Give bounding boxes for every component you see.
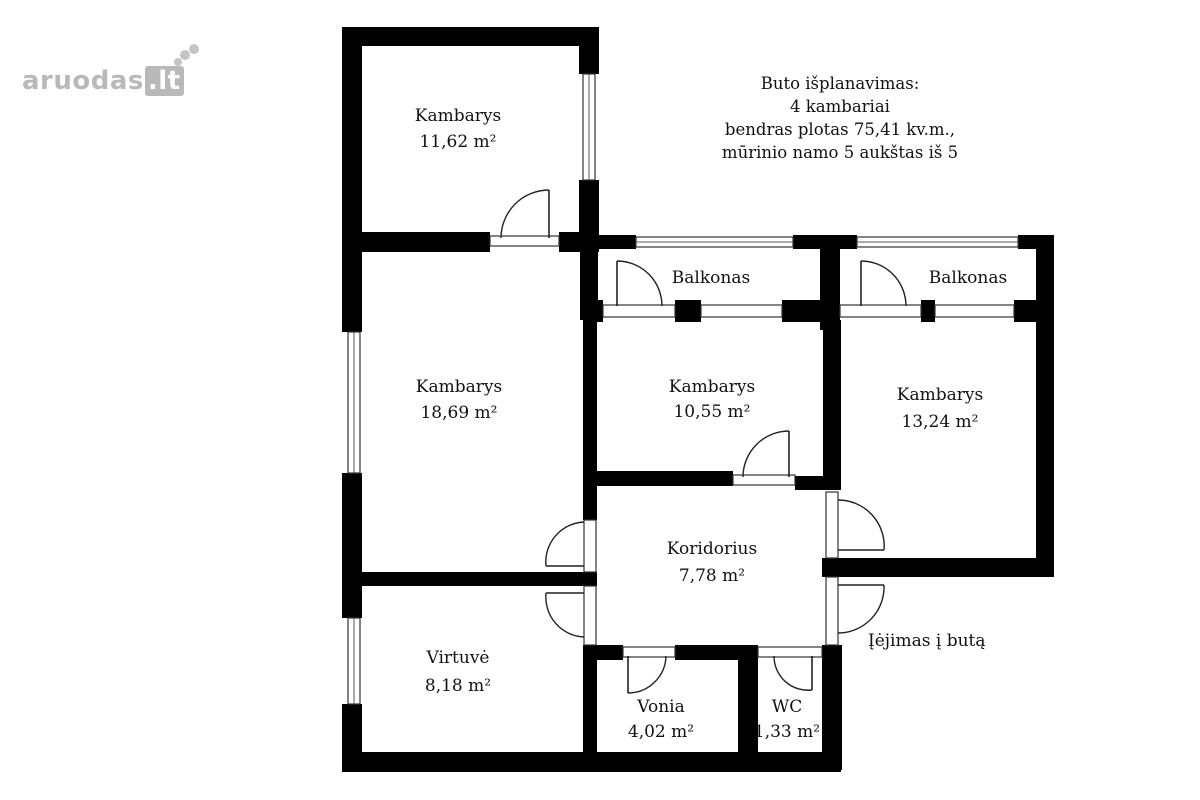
window [700,304,783,318]
info-line-2: 4 kambariai [790,97,890,116]
wall [579,180,599,242]
wall [342,232,490,252]
wall [598,235,636,249]
wall [1036,235,1054,577]
room-1-area: 18,69 m² [420,403,497,423]
door-swing [616,260,663,307]
aruodas-logo: aruodas.lt [22,44,199,96]
wall [822,560,842,576]
smoke-puff-icon [174,44,199,66]
logo-text: aruodas [22,66,144,96]
wall [921,300,935,322]
door-frame [732,474,796,486]
room-1-name: Kambarys [416,377,502,397]
wall [1014,300,1054,322]
room-labels: Kambarys 11,62 m² Kambarys 18,69 m² Balk… [415,106,1007,742]
room-8-area: 4,02 m² [628,722,694,742]
door-swing [545,592,585,638]
wall [822,645,842,770]
door-frame [622,646,676,658]
room-0-name: Kambarys [415,106,501,126]
door-frame [489,235,560,247]
logo-suffix: .lt [144,66,184,96]
room-5-area: 13,24 m² [901,412,978,432]
room-3-name: Balkonas [929,268,1007,288]
wall [795,476,841,490]
wall [342,27,362,332]
room-6-area: 7,78 m² [679,566,745,586]
wall [583,645,597,765]
wall [595,471,733,486]
room-7-name: Virtuvė [426,648,490,668]
doors [489,189,907,694]
room-7-area: 8,18 m² [425,676,491,696]
room-4-name: Kambarys [669,377,755,397]
wall [675,300,701,322]
door-frame [757,646,823,658]
info-line-4: mūrinio namo 5 aukštas iš 5 [721,143,959,162]
wall [675,645,755,660]
wall [579,27,599,74]
door-swing [837,499,885,551]
door-frame [583,519,597,573]
wall [342,27,599,46]
wall [583,300,603,322]
room-2-name: Balkonas [672,268,750,288]
window [839,304,922,318]
wall [823,320,841,490]
info-line-1: Buto išplanavimas: [760,74,920,93]
entrance-label: Įėjimas į butą [868,631,986,651]
room-8-name: Vonia [636,697,684,717]
door-frame [825,576,839,646]
wall [342,473,362,618]
wall [738,645,758,770]
wall [782,300,840,322]
door-frame [825,491,839,559]
layout-info: Buto išplanavimas: 4 kambariai bendras p… [640,72,1040,164]
room-5-name: Kambarys [897,385,983,405]
door-swing [860,260,907,307]
door-swing [837,584,885,634]
door-swing [773,655,813,691]
wall [583,310,597,520]
windows [347,73,1019,705]
window [934,304,1015,318]
room-9-area: 1,33 m² [754,722,820,742]
door-swing [627,655,667,694]
wall [583,645,623,660]
walls [342,27,1054,772]
door-swing [742,430,790,478]
room-4-area: 10,55 m² [673,402,750,422]
room-9-name: WC [772,697,802,717]
wall [822,558,1054,577]
wall [342,572,597,586]
room-6-name: Koridorius [667,539,757,559]
door-swing [500,189,550,239]
door-frame [583,585,597,646]
info-line-3: bendras plotas 75,41 kv.m., [724,120,956,139]
window [602,304,676,318]
door-swing [545,521,585,567]
room-0-area: 11,62 m² [419,132,496,152]
